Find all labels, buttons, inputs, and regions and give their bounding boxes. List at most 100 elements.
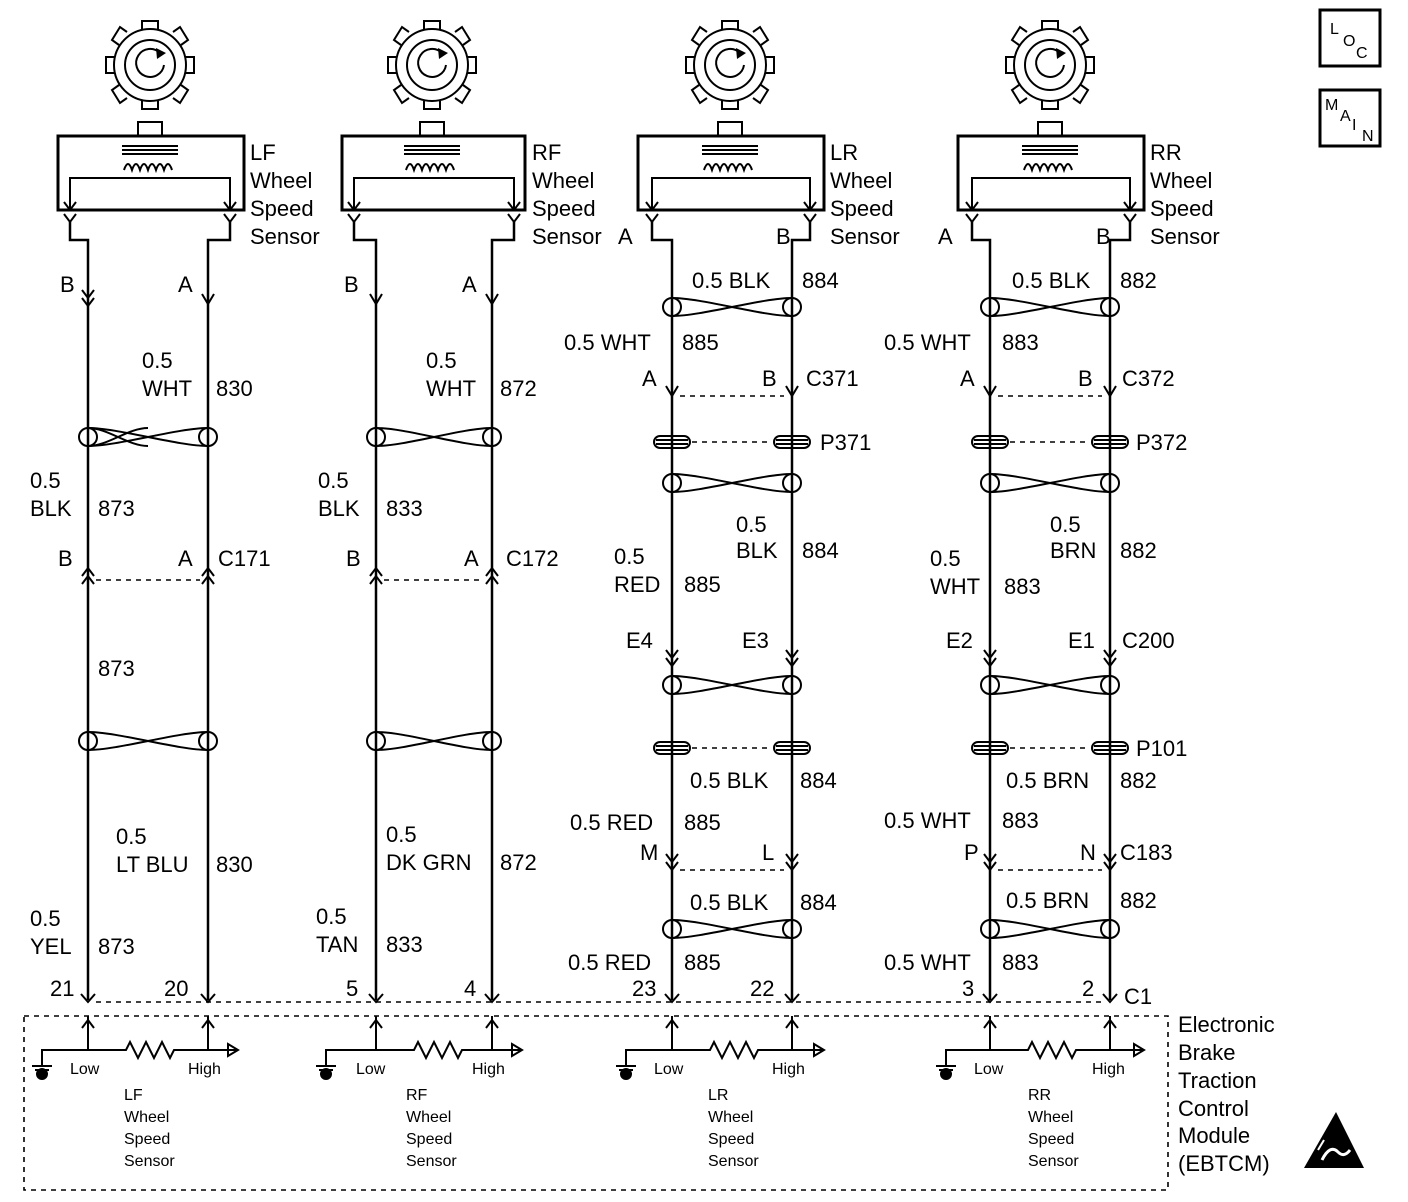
svg-text:B: B bbox=[1096, 224, 1111, 249]
svg-text:885: 885 bbox=[684, 950, 721, 975]
svg-text:RF: RF bbox=[532, 140, 561, 165]
svg-text:872: 872 bbox=[500, 850, 537, 875]
svg-text:20: 20 bbox=[164, 976, 188, 1001]
svg-text:BRN: BRN bbox=[1050, 538, 1096, 563]
svg-text:Sensor: Sensor bbox=[532, 224, 602, 249]
svg-text:WHT: WHT bbox=[930, 574, 980, 599]
svg-text:BLK: BLK bbox=[30, 496, 72, 521]
svg-text:B: B bbox=[1078, 366, 1093, 391]
svg-text:High: High bbox=[1092, 1061, 1125, 1078]
svg-text:LF: LF bbox=[250, 140, 276, 165]
svg-text:0.5 BLK: 0.5 BLK bbox=[690, 890, 769, 915]
svg-text:DK GRN: DK GRN bbox=[386, 850, 472, 875]
svg-text:873: 873 bbox=[98, 496, 135, 521]
svg-text:0.5 BLK: 0.5 BLK bbox=[692, 268, 771, 293]
svg-text:21: 21 bbox=[50, 976, 74, 1001]
svg-text:885: 885 bbox=[682, 330, 719, 355]
svg-text:A: A bbox=[178, 546, 193, 571]
svg-text:884: 884 bbox=[800, 890, 837, 915]
lf-wiring: B A 0.5 WHT 830 0.5 BLK 873 B A C171 873… bbox=[30, 213, 271, 1003]
svg-text:0.5: 0.5 bbox=[426, 348, 457, 373]
svg-text:C183: C183 bbox=[1120, 840, 1173, 865]
svg-text:0.5 BRN: 0.5 BRN bbox=[1006, 888, 1089, 913]
svg-text:A: A bbox=[960, 366, 975, 391]
lr-wiring: A B 0.5 BLK 884 0.5 WHT 885 A B C371 P37… bbox=[564, 213, 871, 1003]
svg-text:B: B bbox=[58, 546, 73, 571]
svg-text:B: B bbox=[776, 224, 791, 249]
svg-text:Sensor: Sensor bbox=[1028, 1153, 1079, 1170]
svg-text:A: A bbox=[938, 224, 953, 249]
module-name-line3: Traction bbox=[1178, 1068, 1257, 1093]
svg-text:N: N bbox=[1362, 128, 1374, 145]
svg-text:B: B bbox=[346, 546, 361, 571]
svg-text:TAN: TAN bbox=[316, 932, 358, 957]
svg-text:L: L bbox=[762, 840, 774, 865]
svg-text:830: 830 bbox=[216, 376, 253, 401]
svg-text:830: 830 bbox=[216, 852, 253, 877]
lf-sensor: LF Wheel Speed Sensor bbox=[56, 20, 320, 249]
svg-text:B: B bbox=[762, 366, 777, 391]
svg-text:833: 833 bbox=[386, 932, 423, 957]
svg-text:Speed: Speed bbox=[1028, 1131, 1074, 1148]
svg-text:0.5: 0.5 bbox=[386, 822, 417, 847]
module-name-line6: (EBTCM) bbox=[1178, 1151, 1270, 1176]
svg-text:883: 883 bbox=[1002, 808, 1039, 833]
svg-text:C200: C200 bbox=[1122, 628, 1175, 653]
rf-input-circuit: Low High RF Wheel Speed Sensor bbox=[315, 1016, 524, 1170]
svg-text:Low: Low bbox=[356, 1061, 386, 1078]
svg-text:Wheel: Wheel bbox=[830, 168, 892, 193]
svg-text:0.5 WHT: 0.5 WHT bbox=[884, 950, 971, 975]
svg-text:0.5 RED: 0.5 RED bbox=[568, 950, 651, 975]
svg-text:0.5 BLK: 0.5 BLK bbox=[1012, 268, 1091, 293]
loc-icon[interactable]: L O C bbox=[1318, 8, 1382, 68]
svg-text:883: 883 bbox=[1002, 950, 1039, 975]
svg-text:E2: E2 bbox=[946, 628, 973, 653]
svg-text:C1: C1 bbox=[1124, 984, 1152, 1009]
svg-text:882: 882 bbox=[1120, 268, 1157, 293]
svg-text:0.5: 0.5 bbox=[614, 544, 645, 569]
rr-sensor: RR Wheel Speed Sensor bbox=[956, 20, 1220, 249]
svg-text:RED: RED bbox=[614, 572, 660, 597]
svg-text:WHT: WHT bbox=[426, 376, 476, 401]
svg-text:0.5: 0.5 bbox=[116, 824, 147, 849]
rf-sensor: RF Wheel Speed Sensor bbox=[340, 20, 602, 249]
svg-text:LR: LR bbox=[708, 1087, 728, 1104]
svg-text:882: 882 bbox=[1120, 538, 1157, 563]
lr-input-circuit: Low High LR Wheel Speed Sensor bbox=[615, 1016, 826, 1170]
svg-text:P372: P372 bbox=[1136, 430, 1187, 455]
svg-text:Speed: Speed bbox=[406, 1131, 452, 1148]
svg-text:B: B bbox=[60, 272, 75, 297]
svg-text:Sensor: Sensor bbox=[250, 224, 320, 249]
svg-text:Speed: Speed bbox=[124, 1131, 170, 1148]
svg-text:882: 882 bbox=[1120, 888, 1157, 913]
svg-text:884: 884 bbox=[800, 768, 837, 793]
svg-text:0.5 BLK: 0.5 BLK bbox=[690, 768, 769, 793]
svg-text:Speed: Speed bbox=[250, 196, 314, 221]
svg-text:0.5: 0.5 bbox=[142, 348, 173, 373]
svg-text:C171: C171 bbox=[218, 546, 271, 571]
svg-text:Wheel: Wheel bbox=[124, 1109, 169, 1126]
module-name-line1: Electronic bbox=[1178, 1012, 1275, 1037]
main-icon[interactable]: M A I N bbox=[1318, 88, 1382, 148]
lr-sensor: LR Wheel Speed Sensor bbox=[636, 20, 900, 249]
svg-text:884: 884 bbox=[802, 538, 839, 563]
svg-text:BLK: BLK bbox=[318, 496, 360, 521]
lf-input-circuit: Low High LF Wheel Speed Sensor bbox=[31, 1016, 240, 1170]
svg-text:Low: Low bbox=[654, 1061, 684, 1078]
svg-text:C371: C371 bbox=[806, 366, 859, 391]
svg-text:Speed: Speed bbox=[532, 196, 596, 221]
svg-text:882: 882 bbox=[1120, 768, 1157, 793]
svg-text:873: 873 bbox=[98, 934, 135, 959]
svg-text:0.5: 0.5 bbox=[316, 904, 347, 929]
svg-text:WHT: WHT bbox=[142, 376, 192, 401]
svg-text:O: O bbox=[1343, 33, 1355, 50]
svg-text:A: A bbox=[618, 224, 633, 249]
svg-text:A: A bbox=[178, 272, 193, 297]
svg-text:Wheel: Wheel bbox=[532, 168, 594, 193]
svg-text:C372: C372 bbox=[1122, 366, 1175, 391]
svg-text:I: I bbox=[1352, 117, 1356, 134]
svg-text:E4: E4 bbox=[626, 628, 653, 653]
svg-text:C172: C172 bbox=[506, 546, 559, 571]
svg-text:22: 22 bbox=[750, 976, 774, 1001]
